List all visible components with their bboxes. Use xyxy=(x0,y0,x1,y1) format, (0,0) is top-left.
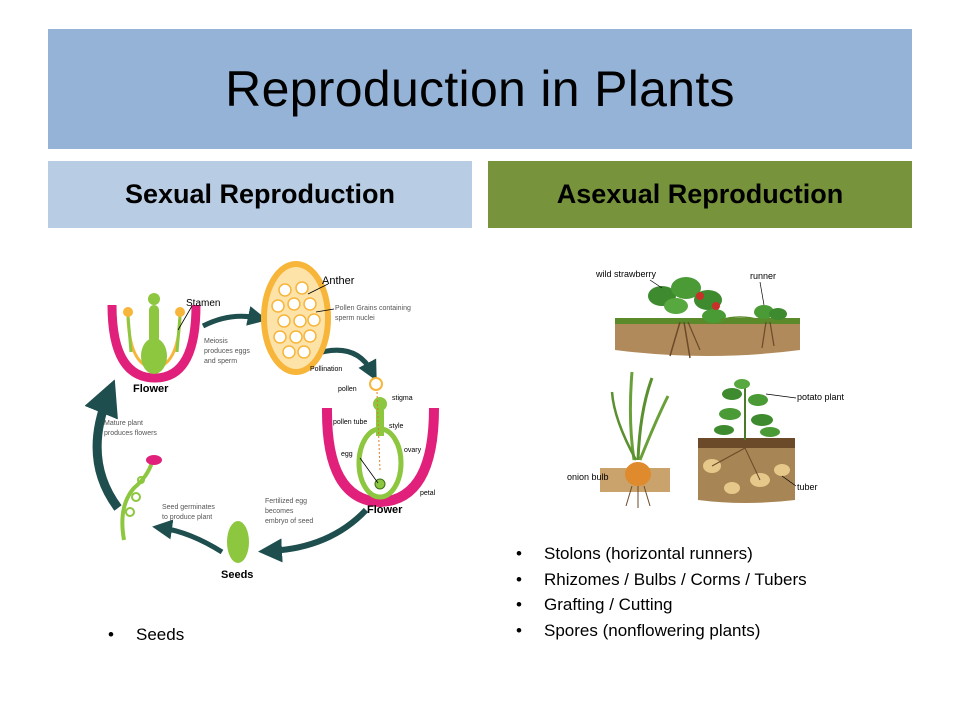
label-pollination: Pollination xyxy=(310,366,342,373)
label-meiosis-1: Meiosis xyxy=(204,338,228,345)
arrow-meiosis xyxy=(201,306,268,329)
label-flower-bottom: Flower xyxy=(367,504,403,516)
label-pollen-tube: pollen tube xyxy=(333,419,367,426)
arrow-maturation xyxy=(85,379,122,511)
asexual-reproduction-illustration: wild strawberry runner onion bulb potat xyxy=(567,269,845,508)
seedling-icon xyxy=(120,455,162,541)
label-anther: Anther xyxy=(322,275,355,287)
label-egg: egg xyxy=(341,451,353,458)
list-item: Grafting / Cutting xyxy=(516,592,807,618)
label-wild-strawberry: wild strawberry xyxy=(595,269,657,279)
label-tuber: tuber xyxy=(797,482,818,492)
pistil-flower-icon xyxy=(321,377,439,508)
list-item: Rhizomes / Bulbs / Corms / Tubers xyxy=(516,567,807,593)
label-pollen-grains-1: Pollen Grains containing xyxy=(335,305,411,312)
label-seeds: Seeds xyxy=(221,569,253,581)
label-germinate-2: to produce plant xyxy=(162,514,212,521)
label-meiosis-3: and sperm xyxy=(204,358,237,365)
sexual-bullet-list: Seeds xyxy=(108,622,184,648)
strawberry-plant-icon xyxy=(648,277,787,359)
label-potato-plant: potato plant xyxy=(797,392,845,402)
label-onion-bulb: onion bulb xyxy=(567,472,609,482)
arrow-germination xyxy=(152,519,224,555)
list-item: Seeds xyxy=(108,622,184,648)
label-mature-1: Mature plant xyxy=(104,420,143,427)
label-fertilized-3: embryo of seed xyxy=(265,518,313,525)
label-style: style xyxy=(389,423,404,430)
label-pollen: pollen xyxy=(338,386,357,393)
label-runner: runner xyxy=(750,271,776,281)
asexual-reproduction-header: Asexual Reproduction xyxy=(488,161,912,228)
asexual-bullet-list: Stolons (horizontal runners) Rhizomes / … xyxy=(516,541,807,643)
onion-bulb-icon xyxy=(600,371,670,508)
label-germinate-1: Seed germinates xyxy=(162,504,215,511)
potato-plant-icon xyxy=(698,379,797,503)
arrow-fertilization xyxy=(258,507,369,563)
label-ovary: ovary xyxy=(404,447,422,454)
anther-icon xyxy=(261,261,335,375)
label-stigma: stigma xyxy=(392,395,413,402)
flower-top-icon xyxy=(107,293,201,383)
list-item: Spores (nonflowering plants) xyxy=(516,618,807,644)
label-meiosis-2: produces eggs xyxy=(204,348,250,355)
plant-life-cycle-diagram: Stamen Flower Meiosis produces eggs and … xyxy=(85,261,439,581)
sexual-reproduction-header: Sexual Reproduction xyxy=(48,161,472,228)
label-stamen: Stamen xyxy=(186,298,220,309)
seed-icon xyxy=(227,521,249,563)
slide-title: Reproduction in Plants xyxy=(225,61,735,117)
label-flower-top: Flower xyxy=(133,383,169,395)
label-mature-2: produces flowers xyxy=(104,430,157,437)
label-petal: petal xyxy=(420,490,436,497)
label-fertilized-2: becomes xyxy=(265,508,294,515)
label-pollen-grains-2: sperm nuclei xyxy=(335,315,375,322)
label-fertilized-1: Fertilized egg xyxy=(265,498,307,505)
list-item: Stolons (horizontal runners) xyxy=(516,541,807,567)
title-bar: Reproduction in Plants xyxy=(48,29,912,149)
